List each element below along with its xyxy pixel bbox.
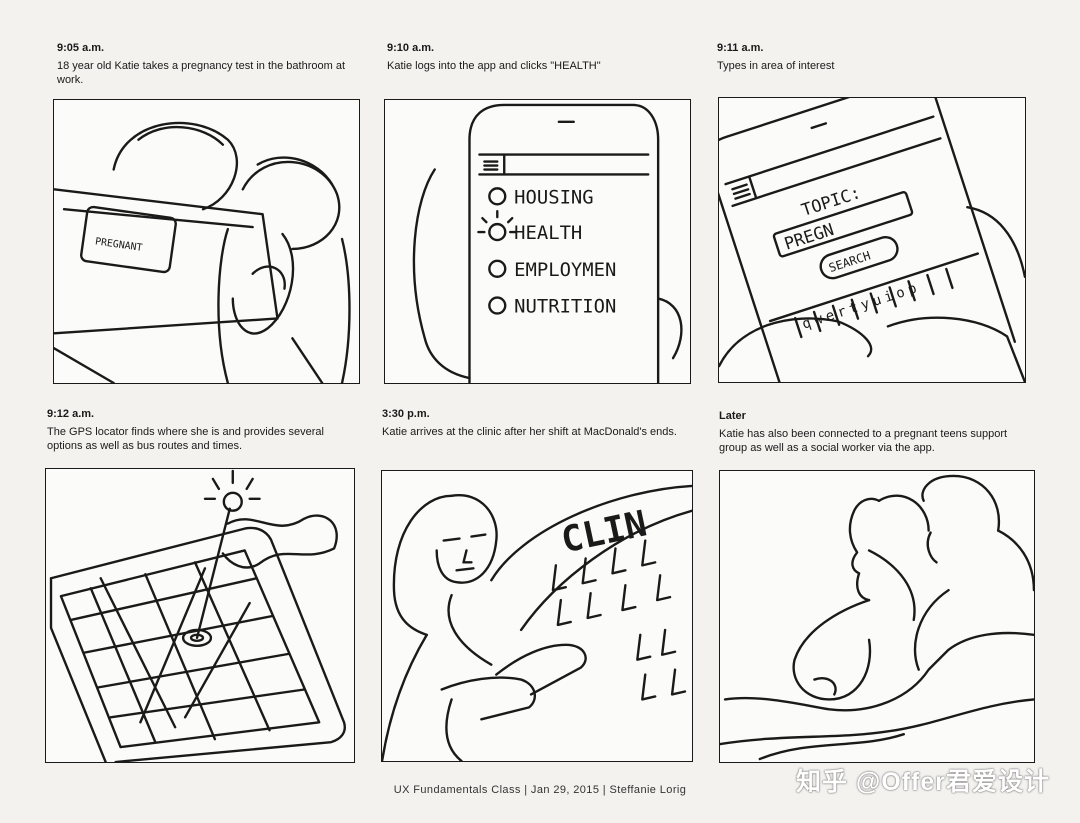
panel-3: 9:11 a.m. Types in area of interest <box>717 42 1032 89</box>
panel-caption: Katie has also been connected to a pregn… <box>719 428 1008 454</box>
menu-item-health: HEALTH <box>514 222 582 244</box>
panel-5: 3:30 p.m. Katie arrives at the clinic af… <box>382 408 697 455</box>
sketch-support-group <box>720 474 1034 761</box>
sketch-frame-5: CLIN <box>381 470 693 762</box>
sketch-topic-search: TOPIC: PREGN SEARCH qwertyuiop <box>719 98 1025 382</box>
sketch-app-menu: HOUSING HEALTH EMPLOYMEN NUTRITION <box>412 103 683 383</box>
panel-time: 9:11 a.m. <box>717 42 764 54</box>
panel-time: 9:12 a.m. <box>47 408 95 420</box>
sketch-frame-4 <box>45 468 355 763</box>
sketch-frame-1: PREGNANT <box>53 99 360 384</box>
panel-caption: Types in area of interest <box>717 60 835 72</box>
topic-label: TOPIC: <box>799 182 863 220</box>
sketch-frame-6 <box>719 470 1035 763</box>
panel-caption: The GPS locator finds where she is and p… <box>47 426 324 452</box>
panel-time: 3:30 p.m. <box>382 408 430 420</box>
menu-item-employment: EMPLOYMEN <box>514 259 616 281</box>
panel-caption: 18 year old Katie takes a pregnancy test… <box>57 60 346 86</box>
sketch-pregnancy-test: PREGNANT <box>54 121 351 383</box>
panel-4: 9:12 a.m. The GPS locator finds where sh… <box>47 408 362 455</box>
panel-2: 9:10 a.m. Katie logs into the app and cl… <box>387 42 702 89</box>
panel-time: 9:05 a.m. <box>57 42 105 54</box>
panel-time: Later <box>719 410 746 422</box>
panel-1: 9:05 a.m. 18 year old Katie takes a preg… <box>57 42 372 89</box>
sketch-frame-2: HOUSING HEALTH EMPLOYMEN NUTRITION <box>384 99 691 384</box>
sketch-gps-map <box>49 469 346 762</box>
watermark: 知乎 @Offer君爱设计 <box>795 768 1050 796</box>
panel-time: 9:10 a.m. <box>387 42 435 54</box>
sketch-clinic-arrival: CLIN <box>382 484 692 761</box>
panel-6: Later Katie has also been connected to a… <box>719 410 1034 457</box>
test-result-text: PREGNANT <box>94 236 143 254</box>
panel-caption: Katie logs into the app and clicks "HEAL… <box>387 60 601 72</box>
menu-item-nutrition: NUTRITION <box>514 295 616 317</box>
panel-caption: Katie arrives at the clinic after her sh… <box>382 426 677 438</box>
footer-credit: UX Fundamentals Class | Jan 29, 2015 | S… <box>393 784 687 796</box>
menu-item-housing: HOUSING <box>514 186 593 208</box>
clinic-sign-text: CLIN <box>558 503 651 561</box>
sketch-frame-3: TOPIC: PREGN SEARCH qwertyuiop <box>718 97 1026 383</box>
